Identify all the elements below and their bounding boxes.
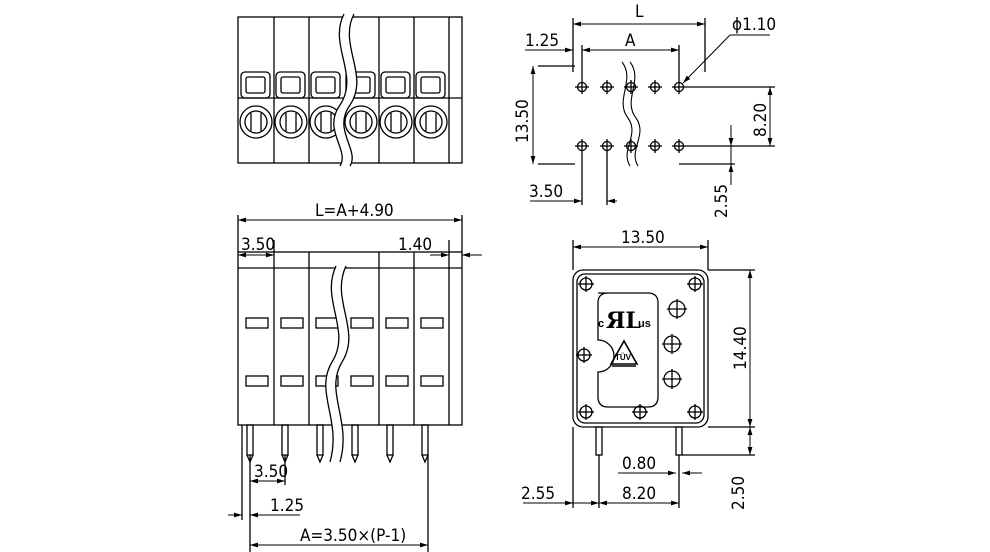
dim-edge-side: 2.55 bbox=[521, 484, 555, 504]
dim-row-spacing-top: 8.20 bbox=[751, 103, 771, 137]
dim-hole-dia: ϕ1.10 bbox=[732, 15, 776, 35]
dim-pin-length: 2.50 bbox=[729, 476, 749, 510]
side-view-holes bbox=[576, 276, 703, 420]
dim-pitch-top: 3.50 bbox=[529, 182, 563, 202]
ul-mark-c: c bbox=[598, 318, 604, 330]
release-slots bbox=[240, 71, 446, 99]
dim-pin-offset: 1.25 bbox=[270, 496, 304, 516]
tuv-mark: TÜV bbox=[615, 353, 632, 362]
dim-pitch-offset: 1.25 bbox=[525, 31, 559, 51]
dim-pin-width: 0.80 bbox=[622, 454, 656, 474]
top-view-connector bbox=[237, 13, 463, 167]
dim-side: 1.40 bbox=[398, 235, 432, 255]
tuv-triangle-icon bbox=[609, 339, 639, 365]
dim-height-side: 14.40 bbox=[731, 326, 751, 370]
dim-edge-top: 2.55 bbox=[712, 184, 732, 218]
ul-mark: ЯL bbox=[606, 308, 641, 334]
side-view-connector bbox=[523, 240, 755, 508]
front-slots bbox=[245, 317, 444, 387]
dim-pitch-pin: 3.50 bbox=[254, 462, 288, 482]
dim-row-spacing-side: 8.20 bbox=[622, 484, 656, 504]
side-pin-right bbox=[675, 426, 683, 456]
side-pin-left bbox=[595, 426, 603, 456]
dim-height-top: 13.50 bbox=[513, 99, 533, 143]
certification-marks: c ЯL us TÜV bbox=[598, 308, 651, 367]
front-view-connector bbox=[228, 215, 482, 552]
dim-total-length: L=A+4.90 bbox=[315, 201, 394, 221]
pcb-layout bbox=[525, 18, 775, 205]
dim-width-side: 13.50 bbox=[621, 228, 665, 248]
dim-L: L bbox=[635, 2, 644, 22]
dim-span: A=3.50×(P-1) bbox=[300, 526, 406, 546]
wire-entries bbox=[239, 105, 448, 139]
ul-mark-us: us bbox=[638, 318, 651, 330]
dim-pitch-front: 3.50 bbox=[241, 235, 275, 255]
pcb-holes bbox=[575, 80, 686, 153]
dim-A: A bbox=[625, 31, 636, 51]
